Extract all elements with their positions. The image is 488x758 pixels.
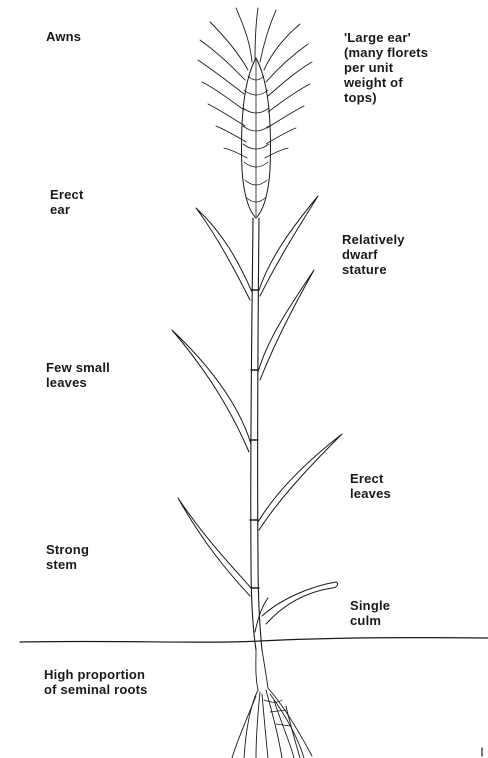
label-large-ear: 'Large ear' (many florets per unit weigh… <box>344 30 428 105</box>
label-erect-ear: Erect ear <box>50 187 84 217</box>
awns-drawing <box>198 8 312 158</box>
label-seminal-roots: High proportion of seminal roots <box>44 667 148 697</box>
label-erect-leaves: Erect leaves <box>350 471 391 501</box>
stem-drawing <box>250 218 262 650</box>
label-few-small-leaves: Few small leaves <box>46 360 110 390</box>
label-single-culm: Single culm <box>350 598 390 628</box>
label-dwarf-stature: Relatively dwarf stature <box>342 232 405 277</box>
leaves-drawing <box>172 196 342 632</box>
label-awns: Awns <box>46 29 81 44</box>
roots-drawing <box>232 650 312 758</box>
label-strong-stem: Strong stem <box>46 542 89 572</box>
